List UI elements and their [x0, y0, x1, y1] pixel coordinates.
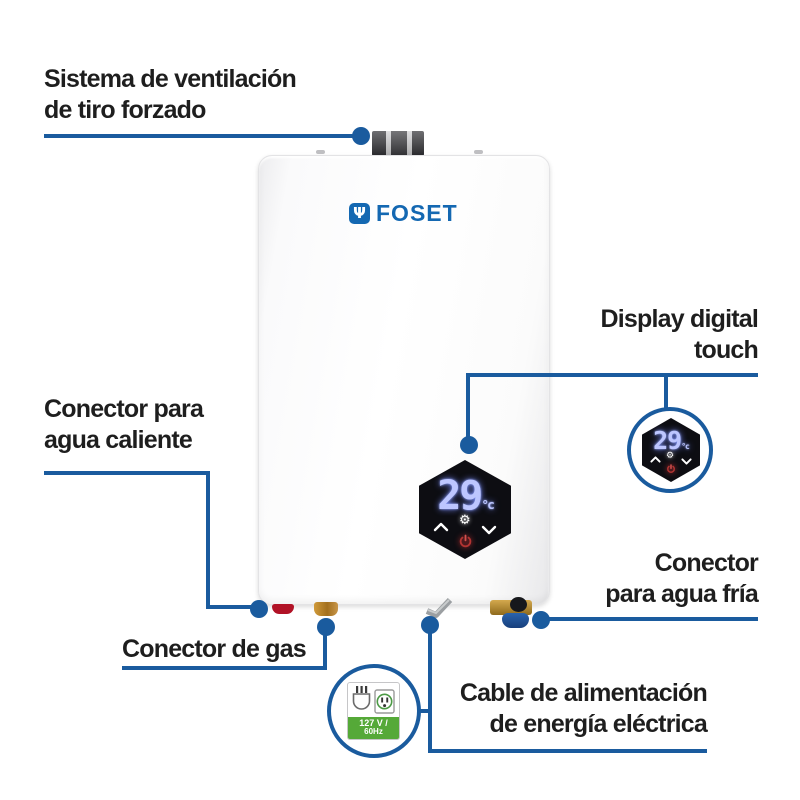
- hot-water-label-line1: Conector para: [44, 395, 204, 423]
- gas-connector: [314, 602, 338, 616]
- power-cable-label-line1: Cable de alimentación: [459, 679, 708, 707]
- brand-mark-icon: Ψ: [349, 203, 370, 224]
- display-leader-dot: [460, 436, 478, 454]
- frequency-text: 60Hz: [364, 727, 383, 736]
- vent-label: Sistema de ventilación de tiro forzado: [44, 64, 297, 126]
- gas-leader-line: [122, 666, 327, 670]
- power-icon: [666, 464, 676, 474]
- inset-temperature-unit: °c: [681, 442, 690, 451]
- vent-label-line1: Sistema de ventilación: [44, 65, 297, 93]
- power-cable-stub-line: [414, 709, 432, 713]
- display-inset-stub-line: [664, 373, 668, 409]
- cold-water-valve-cap: [502, 613, 529, 628]
- power-icon: [458, 534, 473, 549]
- gear-icon: ⚙: [666, 451, 675, 461]
- hot-water-label: Conector para agua caliente: [44, 394, 204, 456]
- display-leader-line: [466, 373, 470, 439]
- gear-icon: ⚙: [459, 513, 471, 528]
- power-rating-badge: 127 V / 60Hz: [348, 717, 399, 739]
- power-cable-label-line2: de energía eléctrica: [489, 710, 708, 738]
- cold-water-leader-dot: [532, 611, 550, 629]
- inset-temperature-value: 29: [653, 426, 682, 455]
- temperature-readout: 29°c: [419, 473, 511, 519]
- power-cable-leader-line: [428, 749, 707, 753]
- plug-outlet-icons: [348, 683, 399, 717]
- temperature-unit: °c: [481, 498, 494, 513]
- gas-leader-line: [323, 632, 327, 670]
- gas-leader-dot: [317, 618, 335, 636]
- temperature-down-icon: [481, 525, 497, 535]
- hot-water-leader-line: [206, 605, 254, 609]
- hot-water-leader-line: [44, 471, 210, 475]
- gas-label: Conector de gas: [122, 635, 307, 663]
- power-cable-bracket: [424, 597, 456, 624]
- cold-water-leader-line: [544, 617, 758, 621]
- hot-water-leader-line: [206, 471, 210, 609]
- power-cable-leader-dot: [421, 616, 439, 634]
- hot-water-connector: [272, 604, 294, 614]
- brand-logo: Ψ FOSET: [349, 200, 458, 227]
- vent-label-line2: de tiro forzado: [44, 96, 206, 124]
- power-rating-card: 127 V / 60Hz: [347, 682, 400, 740]
- power-cable-label: Cable de alimentación de energía eléctri…: [459, 678, 708, 740]
- cold-water-label-line1: Conector: [654, 549, 759, 577]
- vent-leader-dot: [352, 127, 370, 145]
- cold-water-label-line2: para agua fría: [605, 580, 759, 608]
- inset-temperature-readout: 29°c: [642, 426, 700, 455]
- power-cable-leader-line: [428, 630, 432, 753]
- hot-water-leader-dot: [250, 600, 268, 618]
- temperature-up-icon: [650, 456, 661, 463]
- plug-icon: [352, 686, 395, 714]
- temperature-value: 29: [437, 473, 483, 519]
- hot-water-label-line2: agua caliente: [44, 426, 193, 454]
- vent-leader-line: [44, 134, 360, 138]
- display-label-line2: touch: [693, 336, 759, 364]
- brand-name: FOSET: [376, 200, 458, 226]
- cold-water-label: Conector para agua fría: [605, 548, 759, 610]
- voltage-text: 127 V /: [359, 718, 388, 728]
- forced-vent-pipe: [372, 131, 424, 156]
- display-leader-line: [466, 373, 758, 377]
- screw-icon: [316, 150, 325, 154]
- cold-water-valve-knob: [510, 597, 527, 612]
- temperature-down-icon: [681, 458, 692, 465]
- display-label: Display digital touch: [600, 304, 759, 366]
- display-label-line1: Display digital: [600, 305, 759, 333]
- temperature-up-icon: [433, 522, 449, 532]
- screw-icon: [474, 150, 483, 154]
